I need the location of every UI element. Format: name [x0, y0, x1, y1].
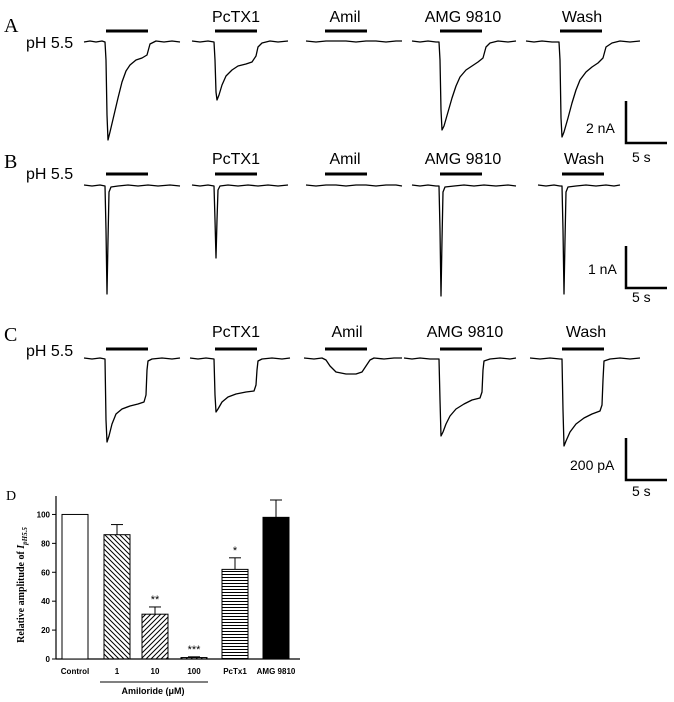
condition-label-c-amil: Amil [331, 324, 362, 341]
significance-mark-2: ** [151, 594, 160, 606]
scale-y-label-b: 1 nA [588, 261, 617, 277]
condition-label-c-wash: Wash [566, 324, 606, 341]
category-label-4: PcTx1 [223, 667, 247, 676]
condition-label-c-amg: AMG 9810 [427, 324, 504, 341]
y-tick-label-1: 20 [41, 626, 50, 635]
current-trace-a-amg [411, 40, 517, 131]
panel-letter-d: D [6, 489, 16, 504]
panel-a: A pH 5.5 PcTX1 Amil AMG 9810 Wash 2 nA 5… [4, 9, 667, 165]
condition-label-a-amil: Amil [329, 9, 360, 26]
scale-x-label-a: 5 s [632, 149, 651, 165]
y-tick-label-0: 0 [46, 655, 51, 664]
current-trace-a-pctx1 [191, 40, 289, 101]
panel-letter-a: A [4, 15, 19, 37]
current-trace-b-pctx1 [191, 184, 289, 259]
condition-label-a-pctx1: PcTX1 [212, 9, 260, 26]
panel-b: B pH 5.5 PcTX1 Amil AMG 9810 Wash 1 nA 5… [4, 151, 667, 305]
current-trace-a-wash [525, 40, 641, 138]
bar-3 [180, 657, 208, 660]
condition-label-c-pctx1: PcTX1 [212, 324, 260, 341]
current-trace-b-wash [537, 184, 621, 295]
group-label-amiloride: Amiloride (μM) [121, 686, 184, 696]
condition-label-a-wash: Wash [562, 9, 602, 26]
category-label-1: 1 [115, 667, 120, 676]
panel-letter-c: C [4, 324, 17, 346]
bar-4 [221, 568, 249, 660]
y-tick-label-3: 60 [41, 568, 50, 577]
current-trace-c-wash [529, 357, 641, 447]
ph-label-a: pH 5.5 [26, 35, 73, 52]
condition-label-b-amg: AMG 9810 [425, 151, 502, 168]
category-label-3: 100 [187, 667, 201, 676]
y-tick-label-4: 80 [41, 539, 50, 548]
current-trace-b-amg [411, 184, 517, 297]
bar-0 [61, 513, 89, 660]
y-tick-label-2: 40 [41, 597, 50, 606]
current-trace-c-pctx1 [189, 357, 291, 413]
scale-x-label-c: 5 s [632, 483, 651, 499]
current-trace-a-amil [305, 40, 402, 43]
condition-label-a-amg: AMG 9810 [425, 9, 502, 26]
scale-bar-c [624, 438, 667, 482]
panel-d: D Relative amplitude of IpH5.5 0 20 40 60 80… [6, 489, 300, 696]
bar-1 [103, 534, 131, 660]
scale-bar-a [624, 101, 667, 145]
y-axis-label: Relative amplitude of IpH5.5 [16, 527, 29, 643]
scale-x-label-b: 5 s [632, 289, 651, 305]
scale-y-label-a: 2 nA [586, 120, 615, 136]
category-label-0: Control [61, 667, 89, 676]
condition-label-b-pctx1: PcTX1 [212, 151, 260, 168]
current-trace-c-amg [403, 357, 517, 437]
panel-letter-b: B [4, 151, 17, 173]
current-trace-a-control [83, 40, 181, 141]
bar-5 [262, 516, 290, 660]
ph-label-c: pH 5.5 [26, 343, 73, 360]
category-label-2: 10 [151, 667, 160, 676]
condition-label-b-amil: Amil [329, 151, 360, 168]
current-trace-c-control [83, 357, 181, 443]
scale-y-label-c: 200 pA [570, 457, 615, 473]
ph-label-b: pH 5.5 [26, 166, 73, 183]
current-trace-c-amil [303, 357, 402, 375]
scale-bar-b [624, 246, 667, 290]
current-trace-b-amil [305, 184, 403, 187]
panel-c: C pH 5.5 PcTX1 Amil AMG 9810 Wash 200 pA… [4, 324, 667, 499]
bar-2 [141, 613, 169, 660]
y-tick-label-5: 100 [37, 510, 51, 519]
significance-mark-4: * [233, 545, 238, 557]
category-label-5: AMG 9810 [257, 667, 296, 676]
current-trace-b-control [83, 184, 181, 295]
significance-mark-3: *** [188, 644, 202, 656]
condition-label-b-wash: Wash [564, 151, 604, 168]
